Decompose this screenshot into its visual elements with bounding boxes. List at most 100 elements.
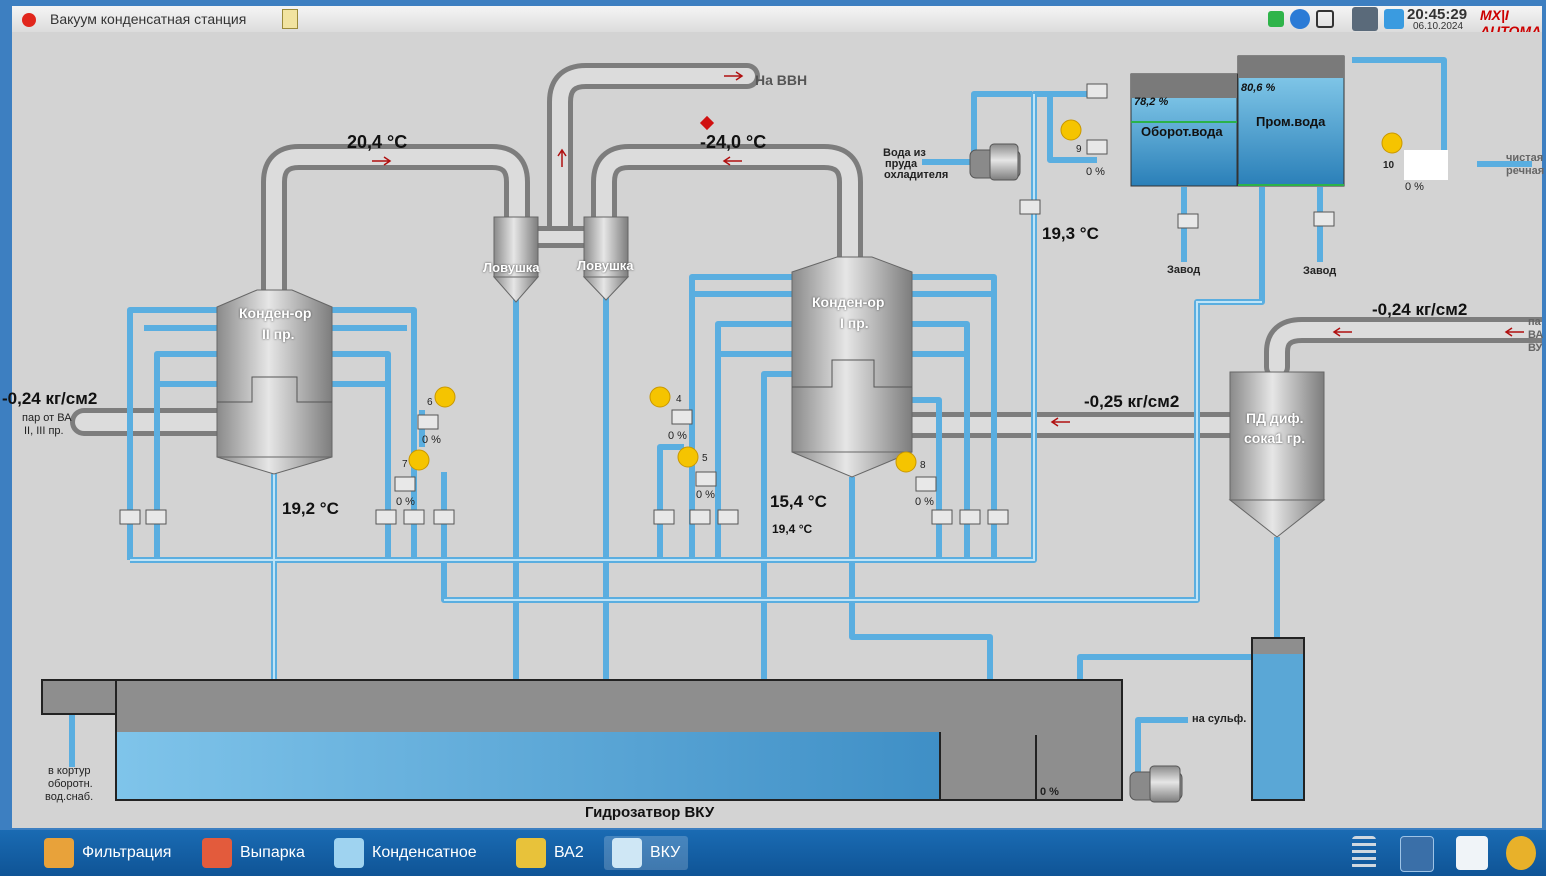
engineer-icon[interactable]: [1506, 836, 1536, 870]
pressure-right: -0,24 кг/см2: [1372, 300, 1468, 319]
water-source-1: Вода из: [883, 147, 926, 159]
valve-4-num: 4: [676, 394, 682, 405]
window-title: Вакуум конденсатная станция: [50, 11, 247, 27]
steam-source-1: пар от ВА: [22, 412, 72, 424]
trap-2[interactable]: [582, 216, 630, 301]
network-icon[interactable]: [1316, 10, 1334, 28]
to-plant-1: Завод: [1167, 264, 1201, 276]
temp-cond1-out-small: 19,4 °С: [772, 522, 813, 536]
pump-sulf[interactable]: [1129, 765, 1183, 803]
to-plant-2: Завод: [1303, 265, 1337, 277]
right-edge-3: ВУ: [1528, 342, 1543, 354]
tank1-name: Оборот.вода: [1141, 124, 1223, 139]
tank2-level: 80,6 %: [1241, 82, 1276, 94]
water-source-3: охладителя: [884, 169, 949, 181]
evaporation-icon: [202, 838, 232, 868]
taskbar-evaporation[interactable]: Выпарка: [202, 836, 305, 870]
menu-lines-icon[interactable]: [1352, 836, 1376, 870]
taskbar: Фильтрация Выпарка Конденсатное ВА2 ВКУ: [0, 830, 1546, 876]
drain-label-1: в кортур: [48, 765, 91, 777]
valve-7-pct: 0 %: [396, 496, 415, 508]
valve-6-num: 6: [427, 397, 433, 408]
valve-8-pct: 0 %: [915, 496, 934, 508]
telegram-icon[interactable]: [1384, 9, 1404, 29]
trend-chart-icon[interactable]: [1456, 836, 1488, 870]
steam-source-2: II, III пр.: [24, 425, 64, 437]
water-source-2: пруда: [885, 158, 918, 170]
status-dot-icon: [22, 13, 36, 27]
title-bar: Вакуум конденсатная станция 20:45:29 06.…: [12, 6, 1542, 39]
condenser-2[interactable]: [216, 289, 333, 475]
temp-steam-cond1: -24,0 °С: [700, 132, 767, 152]
to-sulf-label: на сульф.: [1192, 713, 1247, 725]
operator-icon[interactable]: [1352, 7, 1378, 31]
cond1-label-2: I пр.: [840, 315, 869, 331]
drain-label-2: оборотн.: [48, 778, 93, 790]
valve-9-num: 9: [1076, 144, 1082, 155]
condensate-icon: [334, 838, 364, 868]
pump-clean-water[interactable]: [1404, 150, 1448, 180]
taskbar-label: Выпарка: [240, 844, 305, 861]
temp-supply-water: 19,3 °С: [1042, 224, 1099, 243]
va2-icon: [516, 838, 546, 868]
valve-8-num: 8: [920, 460, 926, 471]
tank-process-water[interactable]: [1237, 55, 1345, 187]
tank2-name: Пром.вода: [1256, 114, 1326, 129]
scada-canvas: На ВВН 20,4 °С -24,0 °С Ловушка Ловушка …: [2, 32, 1545, 828]
cond1-label-1: Конден-ор: [812, 294, 885, 310]
level-tank-right[interactable]: [1251, 637, 1305, 801]
clock-date: 06.10.2024: [1413, 21, 1464, 32]
valve-10-pct: 0 %: [1405, 181, 1424, 193]
vku-icon: [612, 838, 642, 868]
temp-cond1-out: 15,4 °С: [770, 492, 827, 511]
clipboard-icon[interactable]: [282, 9, 298, 29]
clock-time: 20:45:29: [1407, 6, 1468, 23]
condenser-1[interactable]: [791, 256, 913, 478]
trap-1-label: Ловушка: [483, 260, 540, 275]
pressure-left: -0,24 кг/см2: [2, 389, 98, 408]
valve-9-pct: 0 %: [1086, 166, 1105, 178]
taskbar-filtration[interactable]: Фильтрация: [44, 836, 171, 870]
taskbar-condensate[interactable]: Конденсатное: [334, 836, 477, 870]
valve-7-num: 7: [402, 459, 408, 470]
pd-label-1: ПД диф.: [1246, 410, 1304, 426]
filtration-icon: [44, 838, 74, 868]
valve-6-pct: 0 %: [422, 434, 441, 446]
add-icon[interactable]: [1268, 11, 1284, 27]
pd-diffuser[interactable]: [1228, 371, 1326, 538]
taskbar-label: Конденсатное: [372, 844, 477, 861]
seal-title: Гидрозатвор ВКУ: [585, 804, 715, 821]
right-edge-2: ВА: [1528, 329, 1544, 341]
valve-5-pct: 0 %: [696, 489, 715, 501]
tank-circulating-water[interactable]: [1130, 73, 1238, 187]
cond2-label-1: Конден-ор: [239, 305, 312, 321]
taskbar-label: ВКУ: [650, 844, 681, 861]
valve-4-pct: 0 %: [668, 430, 687, 442]
valve-10-num: 10: [1383, 160, 1395, 171]
valve-symbols[interactable]: [119, 83, 1335, 525]
manual-mode-icons[interactable]: [408, 119, 1403, 473]
taskbar-label: Фильтрация: [82, 844, 172, 861]
clean-water-2: речная: [1506, 165, 1545, 177]
pressure-mid: -0,25 кг/см2: [1084, 392, 1180, 411]
process-diagram: [41, 55, 1542, 803]
alarm-diamond-icon[interactable]: [699, 115, 715, 131]
trap-1[interactable]: [492, 216, 540, 303]
temp-cond2-out: 19,2 °С: [282, 499, 339, 518]
valve-5-num: 5: [702, 453, 708, 464]
chat-icon[interactable]: [1290, 9, 1310, 29]
taskbar-label: ВА2: [554, 844, 584, 861]
trap-2-label: Ловушка: [577, 258, 634, 273]
drain-label-3: вод.снаб.: [45, 791, 94, 803]
flow-arrows: [372, 71, 1524, 427]
tank1-level: 78,2 %: [1134, 96, 1169, 108]
taskbar-va2[interactable]: ВА2: [516, 836, 584, 870]
pump-pond-water[interactable]: [969, 143, 1021, 181]
seal-level: 0 %: [1040, 786, 1059, 798]
settings-gear-icon[interactable]: [1400, 836, 1434, 872]
clean-water-1: чистая: [1506, 152, 1544, 164]
hydraulic-seal[interactable]: [41, 679, 1123, 801]
right-edge-1: па: [1528, 316, 1541, 328]
taskbar-vku[interactable]: ВКУ: [604, 836, 689, 870]
pd-label-2: сока1 гр.: [1244, 430, 1306, 446]
